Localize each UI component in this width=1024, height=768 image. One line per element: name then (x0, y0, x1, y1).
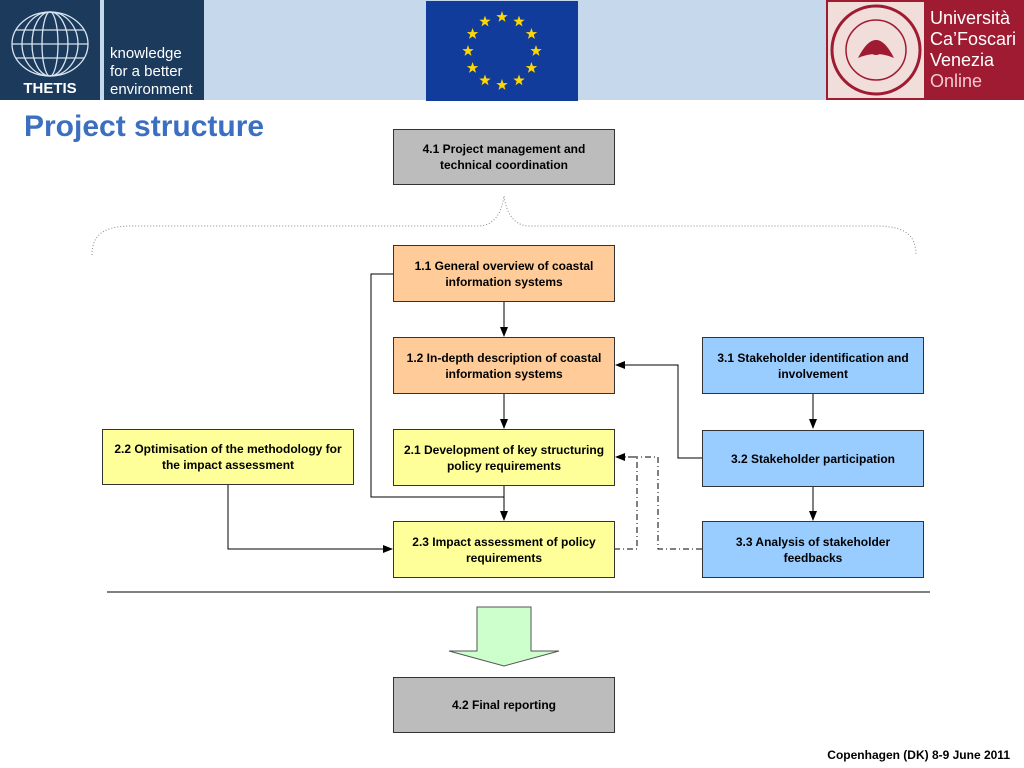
arrow-11-to-23 (370, 273, 504, 498)
eu-star-icon (462, 45, 474, 56)
eu-star-icon (513, 15, 525, 27)
thetis-logo: THETIS (0, 0, 100, 100)
tagline-line-3: environment (110, 81, 193, 98)
arrow-22-to-23 (227, 485, 393, 553)
university-name-line-2: Ca’Foscari (930, 29, 1017, 49)
university-name-line-3: Venezia (930, 50, 995, 70)
thetis-label: THETIS (23, 80, 77, 97)
arrow-23-to-21 (614, 456, 638, 550)
university-seal-icon (828, 2, 924, 98)
footer-date-location: Copenhagen (DK) 8-9 June 2011 (827, 748, 1010, 762)
eu-star-icon (479, 74, 491, 86)
arrow-32-to-12 (615, 361, 702, 459)
box-wp-3-1: 3.1 Stakeholder identification and invol… (702, 337, 924, 394)
eu-star-icon (525, 28, 538, 39)
box-wp-2-3: 2.3 Impact assessment of policy requirem… (393, 521, 615, 578)
box-wp-2-1: 2.1 Development of key structuring polic… (393, 429, 615, 486)
eu-star-icon (479, 15, 491, 27)
eu-star-icon (496, 79, 508, 90)
thetis-tagline-box (104, 0, 204, 100)
box-wp-2-2: 2.2 Optimisation of the methodology for … (102, 429, 354, 485)
box-wp-4-1: 4.1 Project management and technical coo… (393, 129, 615, 185)
eu-star-icon (496, 11, 508, 22)
bracket-connector (91, 195, 917, 256)
eu-star-icon (466, 28, 479, 39)
eu-star-icon (513, 74, 525, 86)
box-wp-4-2: 4.2 Final reporting (393, 677, 615, 733)
university-name-line-1: Università (930, 8, 1011, 28)
box-wp-3-3: 3.3 Analysis of stakeholder feedbacks (702, 521, 924, 578)
tagline-line-1: knowledge (110, 45, 182, 62)
eu-star-icon (525, 62, 538, 73)
tagline-line-2: for a better (110, 63, 183, 80)
globe-icon (11, 11, 89, 77)
page-title: Project structure (24, 110, 265, 143)
eu-star-icon (466, 62, 479, 73)
box-wp-1-2: 1.2 In-depth description of coastal info… (393, 337, 615, 394)
university-name-line-4: Online (930, 71, 983, 91)
final-arrow-icon (448, 606, 560, 667)
box-wp-1-1: 1.1 General overview of coastal informat… (393, 245, 615, 302)
eu-flag (426, 1, 578, 101)
eu-star-icon (530, 45, 542, 56)
arrow-33-to-21 (615, 453, 702, 550)
box-wp-3-2: 3.2 Stakeholder participation (702, 430, 924, 487)
eu-stars-icon (462, 11, 542, 90)
